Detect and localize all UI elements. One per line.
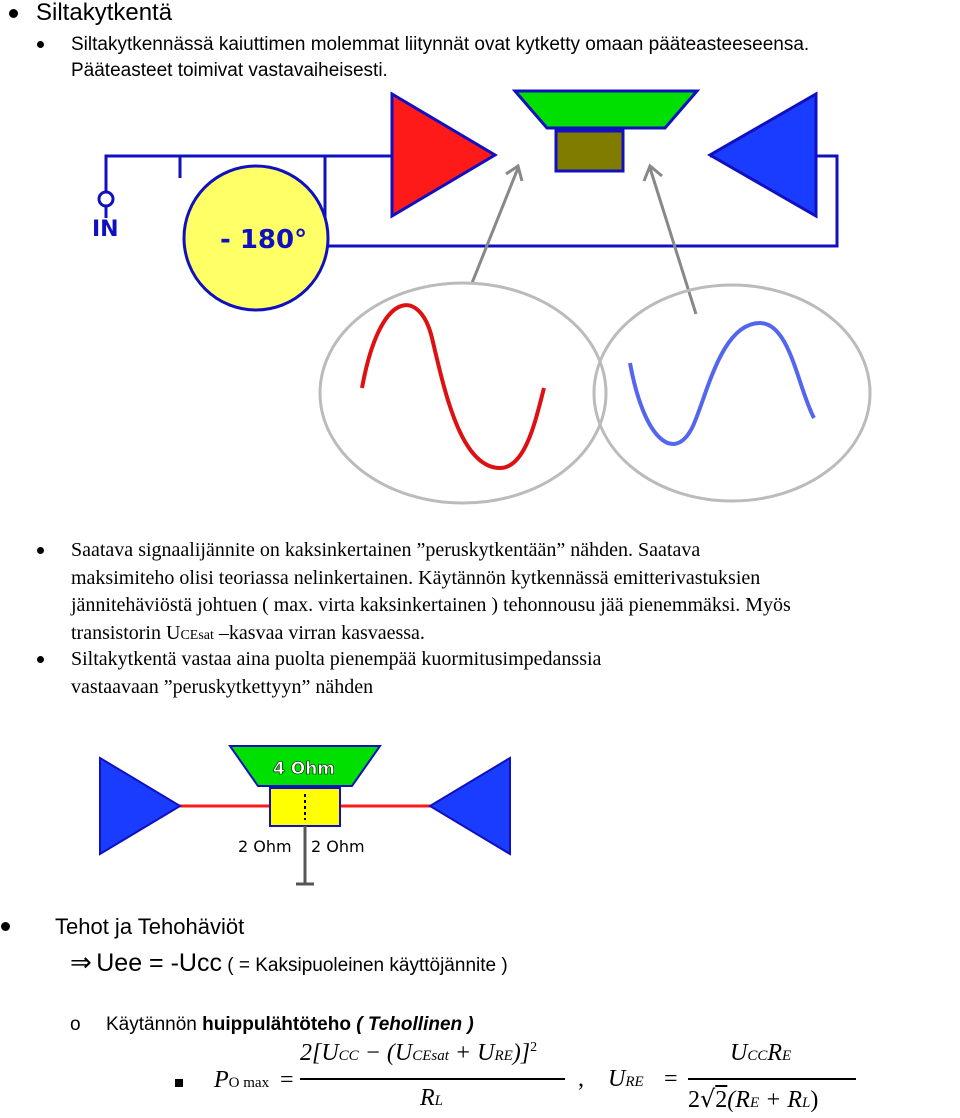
bullet2-line2: maksimiteho olisi teoriassa nelinkertain… [71,566,761,589]
sub-bullet-marker: o [70,1014,81,1035]
speaker-impedance-label: 4 Ohm [273,759,335,779]
formula-denominator-2: 2√2(RE + RL) [688,1085,819,1113]
formula-numerator-2: UCCRE [730,1040,792,1066]
bullet3-line2: vastaavaan ”peruskytkettyyn” nähden [71,675,374,698]
title-bullet [9,9,18,18]
uee-line: ⇒ Uee = -Ucc ( = Kaksipuoleinen käyttöjä… [70,948,508,978]
waveform-blue [628,320,816,446]
square-bullet-icon [175,1079,183,1087]
formula-p-symbol: PO max [214,1067,270,1093]
ucesat-symbol: U [166,621,181,644]
page-title: Siltakytkentä [36,0,173,26]
uee-note: ( = Kaksipuoleinen käyttöjännite ) [221,955,508,976]
bullet-icon [37,41,44,48]
amplifier-right [428,756,511,856]
speaker-cone [511,89,701,130]
bullet2-line1: Saatava signaalijännite on kaksinkertain… [71,539,701,561]
bullet-icon [37,547,44,554]
input-terminal [97,190,115,208]
bullet-icon [1,922,10,931]
section-heading: Tehot ja Tehohäviöt [55,914,245,939]
waveform-frame-left [318,281,608,505]
formula-denominator: RL [420,1085,444,1111]
formula-equals: = [280,1067,294,1093]
fraction-bar-1 [300,1078,565,1080]
formula-ure-symbol: URE [608,1066,644,1092]
formula-numerator: 2[UCC − (UCEsat + URE)]2 [300,1040,538,1066]
amplifier-left [390,91,498,219]
bullet2-text: Saatava signaalijännite on kaksinkertain… [71,537,951,649]
bullet2-line3: jännitehäviöstä johtuen ( max. virta kak… [71,594,791,616]
in-label: IN [92,217,119,242]
speaker-magnet [554,129,625,173]
right-half-impedance-label: 2 Ohm [311,837,365,856]
practical-peak-power-heading: Käytännön huippulähtöteho ( Tehollinen ) [106,1014,474,1035]
phase-inverter [182,164,330,312]
bullet1-line2: Pääteasteet toimivat vastavaiheisesti. [71,60,388,81]
formula-comma: , [578,1066,584,1092]
bullet2-line4: transistorin UCEsat –kasvaa virran kasva… [71,621,425,644]
amplifier-right [706,91,818,219]
waveform-frame-right [592,283,872,503]
left-half-impedance-label: 2 Ohm [238,837,292,856]
formula-equals-2: = [664,1066,678,1092]
waveform-red [360,303,546,471]
implies-arrow-icon: ⇒ [70,948,92,978]
bullet3-text: Siltakytkentä vastaa aina puolta pienemp… [71,646,951,701]
bullet3-line1: Siltakytkentä vastaa aina puolta pienemp… [71,648,602,670]
amplifier-left [99,756,182,856]
bridge-circuit-diagram: IN - 180° [70,88,890,510]
uee-equation: Uee = -Ucc [96,949,222,977]
fraction-bar-2 [688,1078,856,1080]
speaker-cone [228,745,382,787]
phase-label: - 180° [220,225,307,255]
sqrt-icon: √ [700,1085,716,1113]
bullet1-line1: Siltakytkennässä kaiuttimen molemmat lii… [71,34,810,55]
bridge-impedance-diagram: 4 Ohm 2 Ohm 2 Ohm [99,745,511,886]
bullet-icon [37,656,44,663]
